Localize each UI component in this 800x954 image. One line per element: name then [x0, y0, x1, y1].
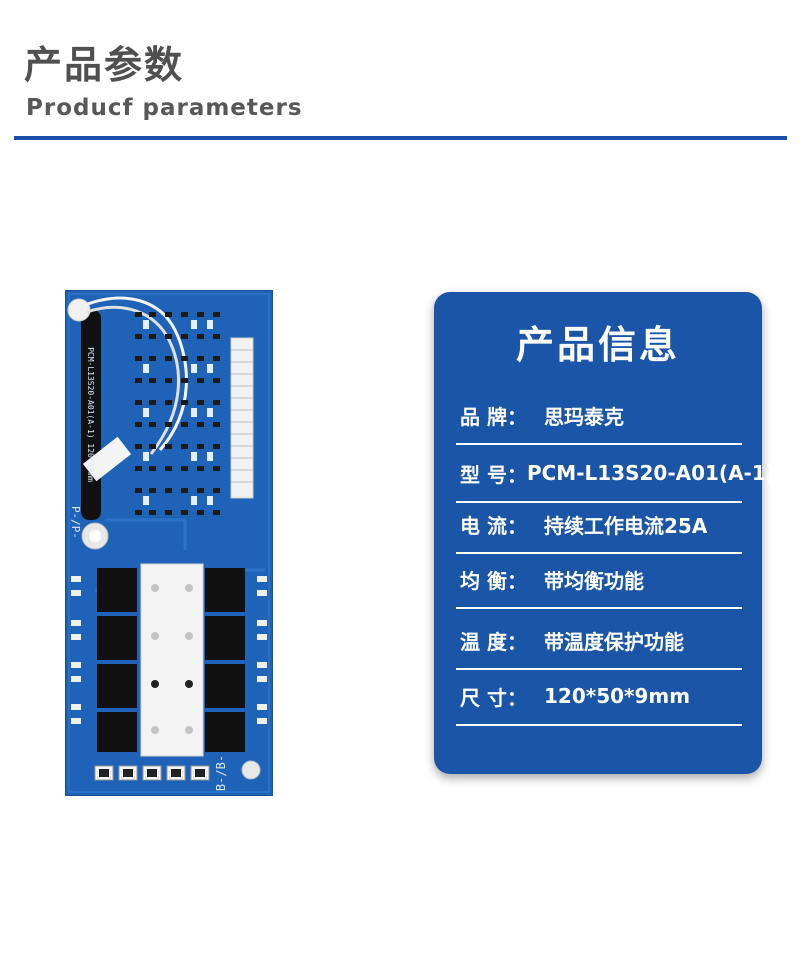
- section-title-cn: 产品参数: [24, 43, 185, 87]
- spec-row-current: 电 流： 持续工作电流25A: [456, 496, 742, 554]
- section-title-en: Producf parameters: [26, 95, 303, 121]
- spec-value: 带温度保护功能: [544, 629, 684, 654]
- spec-label: 均 衡：: [460, 568, 527, 593]
- spec-value: PCM-L13S20-A01(A-1): [526, 461, 775, 485]
- pcm-board-image: PCM-L13S20-A01(A-1) 120*50mm P-/P- B-/B-: [65, 290, 273, 796]
- spec-value: 思玛泰克: [544, 404, 624, 429]
- spec-value: 持续工作电流25A: [544, 513, 708, 538]
- product-info-title: 产品信息: [515, 323, 680, 367]
- spec-label: 型 号：: [460, 462, 527, 487]
- product-info-card: 产品信息 品 牌： 思玛泰克 型 号： PCM-L13S20-A01(A-1) …: [434, 292, 775, 774]
- spec-row-size: 尺 寸： 120*50*9mm: [456, 668, 742, 726]
- spec-label: 品 牌：: [460, 404, 527, 429]
- spec-row-brand: 品 牌： 思玛泰克: [456, 387, 742, 445]
- spec-value: 120*50*9mm: [544, 684, 691, 708]
- spec-label: 温 度：: [460, 629, 527, 654]
- spec-value: 带均衡功能: [544, 568, 644, 593]
- spec-label: 电 流：: [460, 513, 527, 538]
- spec-row-temperature: 温 度： 带温度保护功能: [456, 612, 742, 670]
- pcb-illustration: [67, 293, 270, 793]
- board-terminal-b-label: B-/B-: [214, 754, 229, 792]
- title-divider: [14, 136, 787, 140]
- board-terminal-p-label: P-/P-: [69, 505, 83, 540]
- board-model-marking: PCM-L13S20-A01(A-1) 120*50mm: [85, 347, 95, 482]
- spec-row-balance: 均 衡： 带均衡功能: [456, 551, 742, 609]
- spec-row-model: 型 号： PCM-L13S20-A01(A-1): [456, 445, 775, 503]
- spec-label: 尺 寸：: [460, 685, 527, 710]
